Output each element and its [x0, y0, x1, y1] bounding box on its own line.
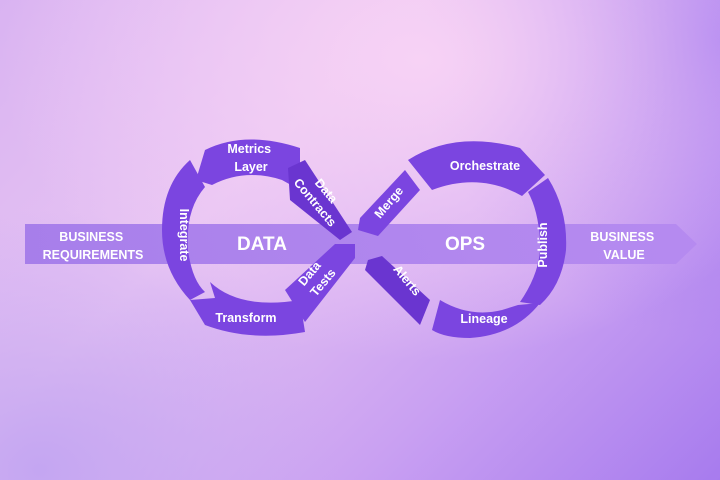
segment-data-contracts: [288, 160, 352, 240]
segment-publish: [520, 178, 567, 305]
segment-data-tests: [285, 244, 355, 322]
orchestrate-label: Orchestrate: [450, 159, 520, 173]
lineage-label: Lineage: [460, 312, 507, 326]
ops-word: OPS: [445, 234, 485, 255]
right-loop: [358, 141, 567, 338]
segment-alerts: [365, 256, 430, 325]
transform-label: Transform: [215, 311, 276, 325]
segment-lineage: [432, 300, 540, 338]
business-value-label: BUSINESS VALUE: [590, 230, 657, 262]
segment-orchestrate: [408, 141, 545, 196]
segment-integrate: [162, 160, 205, 300]
segment-metrics-layer: [196, 139, 300, 190]
segment-transform: [190, 282, 305, 336]
left-loop: [162, 139, 355, 336]
integrate-label: Integrate: [177, 209, 191, 262]
business-requirements-label: BUSINESS REQUIREMENTS: [43, 230, 144, 262]
publish-label: Publish: [536, 222, 550, 267]
data-word: DATA: [237, 234, 287, 255]
segment-merge: [358, 170, 420, 236]
metrics-layer-label: Metrics Layer: [227, 142, 274, 174]
business-arrow-band: [25, 224, 697, 264]
